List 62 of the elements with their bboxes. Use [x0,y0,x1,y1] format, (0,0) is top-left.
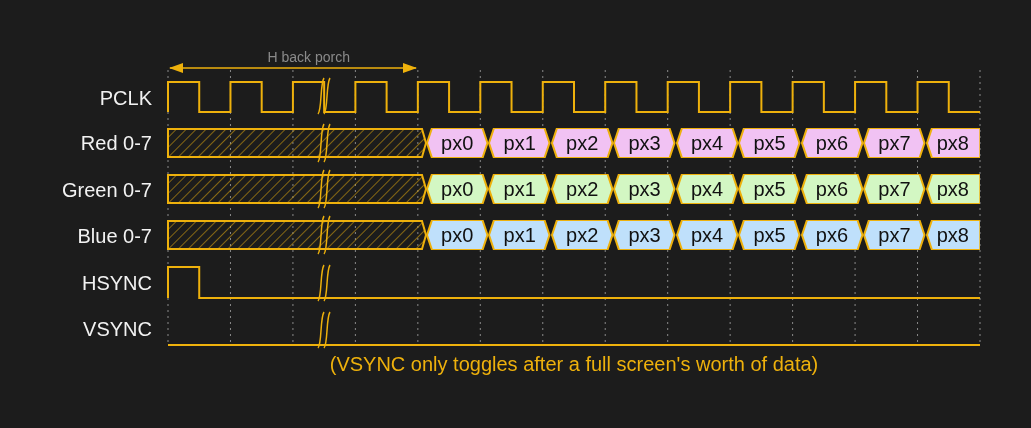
pixel-label: px0 [441,133,474,153]
pixel-data-box [550,128,614,158]
pixel-data-box [863,128,926,158]
pixel-data-box [738,174,801,204]
signal-name: HSYNC [82,273,152,293]
pixel-label: px3 [628,133,661,153]
pixel-label: px7 [878,133,911,153]
pixel-label: px5 [753,179,786,199]
pixel-label: px8 [936,179,969,199]
pixel-label: px1 [503,133,536,153]
signal-name: Red 0-7 [80,133,152,153]
pixel-data-box [675,128,739,158]
pixel-label: px5 [753,225,786,245]
pixel-data-box [550,220,614,250]
pixel-label: px6 [815,133,849,153]
pixel-label: px7 [878,225,911,245]
pixel-data-box [863,220,926,250]
pixel-label: px3 [628,179,661,199]
pixel-data-box [738,220,801,250]
pixel-label: px8 [936,133,969,153]
pixel-data-box [800,220,864,250]
pixel-label: px2 [566,133,599,153]
pixel-label: px2 [566,179,599,199]
dimension-label: H back porch [267,50,350,64]
pixel-label: px0 [441,179,474,199]
pixel-label: px5 [753,133,786,153]
pixel-label: px0 [441,225,474,245]
pixel-label: px1 [503,225,536,245]
pixel-data-box [426,128,489,158]
pixel-data-box [675,174,739,204]
pixel-data-box [426,220,489,250]
pixel-data-box [863,174,926,204]
pixel-data-box [488,220,551,250]
pixel-label: px6 [815,179,849,199]
pixel-data-box [925,220,980,250]
signal-name: PCLK [99,88,152,108]
pixel-data-box [800,128,864,158]
pixel-label: px4 [690,179,724,199]
pixel-label: px8 [936,225,969,245]
pixel-data-box [738,128,801,158]
pixel-data-box [488,174,551,204]
pixel-data-box [550,174,614,204]
pixel-label: px3 [628,225,661,245]
pixel-data-box [426,174,489,204]
signal-name: VSYNC [83,319,152,339]
pixel-data-box [613,128,676,158]
signal-name: Blue 0-7 [77,226,152,246]
caption: (VSYNC only toggles after a full screen's worth of data) [328,354,820,374]
pixel-data-box [675,220,739,250]
signal-name: Green 0-7 [61,180,152,200]
pixel-data-box [925,174,980,204]
pixel-data-box [800,174,864,204]
pixel-data-box [925,128,980,158]
pixel-data-box [613,220,676,250]
pixel-label: px7 [878,179,911,199]
pixel-data-box [613,174,676,204]
pixel-data-box [488,128,551,158]
pixel-label: px2 [566,225,599,245]
pixel-label: px4 [690,133,724,153]
pixel-label: px6 [815,225,849,245]
pixel-label: px4 [690,225,724,245]
pixel-label: px1 [503,179,536,199]
